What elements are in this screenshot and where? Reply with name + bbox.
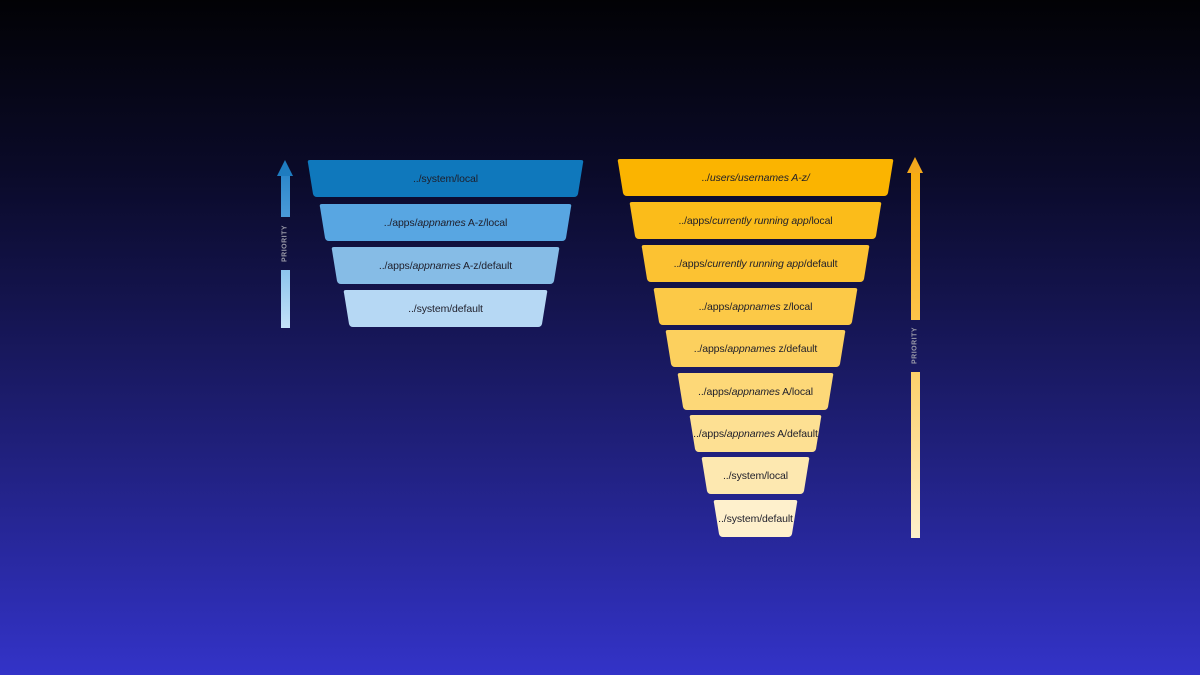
funnel-bar-system-default: ../system/default <box>343 290 548 327</box>
funnel-bar-users: ../users/usernames A-z/ <box>617 159 894 196</box>
left-priority-arrow: PRIORITY <box>277 160 293 328</box>
priority-label: PRIORITY <box>281 224 289 263</box>
funnel-bar-apps-default: ../apps/appnames A-z/default <box>331 247 560 284</box>
funnel-bar-appnames-a-default: ../apps/appnames A/default <box>689 415 822 452</box>
funnel-bar-system-local-right: ../system/local <box>701 457 810 494</box>
funnel-bar-appnames-z-default: ../apps/appnames z/default <box>665 330 846 367</box>
funnel-bar-system-default-right: ../system/default <box>713 500 798 537</box>
funnel-bar-appnames-a-local: ../apps/appnames A/local <box>677 373 834 410</box>
funnel-bar-appnames-z-local: ../apps/appnames z/local <box>653 288 858 325</box>
funnel-bar-system-local: ../system/local <box>307 160 584 197</box>
arrow-up-icon <box>277 160 293 176</box>
arrow-up-icon <box>907 157 923 173</box>
right-priority-arrow: PRIORITY <box>907 157 923 538</box>
priority-label: PRIORITY <box>911 326 919 365</box>
funnel-bar-running-app-default: ../apps/currently running app/default <box>641 245 870 282</box>
funnel-bar-running-app-local: ../apps/currently running app/local <box>629 202 882 239</box>
funnel-bar-apps-local: ../apps/appnames A-z/local <box>319 204 572 241</box>
